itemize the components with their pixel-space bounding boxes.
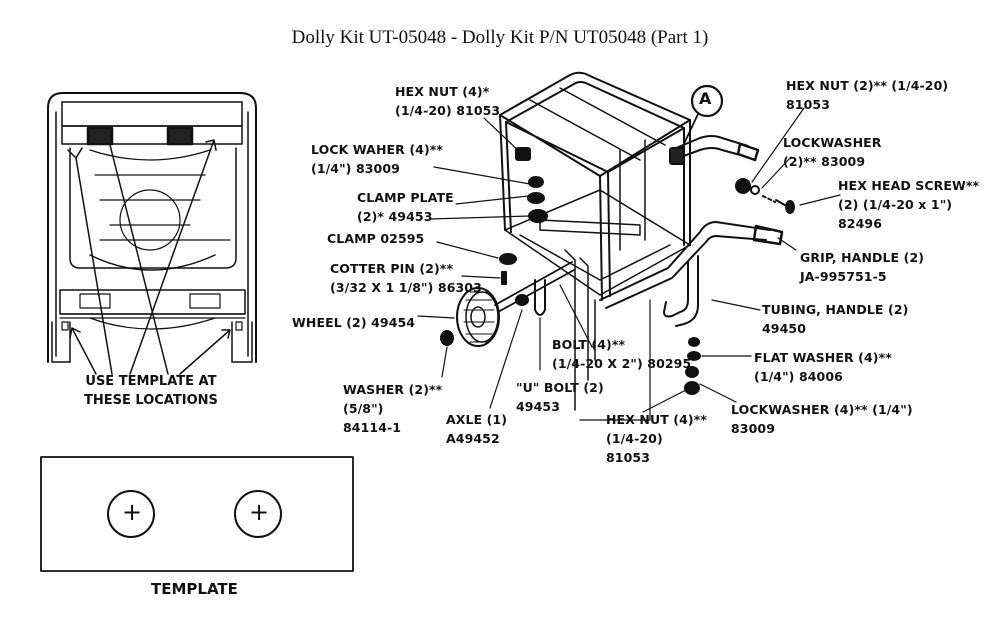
hex-nut-top-left-name: HEX NUT (4)* [395,84,490,99]
wheel [440,287,500,347]
center-hardware [499,147,548,285]
clamp-plate-name: CLAMP PLATE [357,190,454,205]
label-hex-head-screw: HEX HEAD SCREW** (2) (1/4-20 x 1") 82496 [838,176,979,233]
right-hardware [684,178,795,395]
axle-washer [515,294,529,306]
axle-part-number: A49452 [446,431,500,446]
grip-handle-part-number: JA-995751-5 [800,269,887,284]
grip-handle-name: GRIP, HANDLE (2) [800,250,925,265]
label-lock-washer: LOCK WAHER (4)** (1/4") 83009 [311,140,443,178]
flat-washer-spec: (1/4") 84006 [754,369,843,384]
hex-nut-top-right-name: HEX NUT (2)** (1/4-20) [786,78,949,93]
hex-nut-top-right-part-number: 81053 [786,97,830,112]
cotter-pin-spec: (3/32 X 1 1/8") 86303 [330,280,482,295]
label-hex-nut-top-right: HEX NUT (2)** (1/4-20) 81053 [786,76,948,114]
upper-handle [669,135,760,165]
label-lockwasher-bottom: LOCKWASHER (4)** (1/4") 83009 [731,400,913,438]
hex-nut-bottom-name: HEX NUT (4)** [606,412,707,427]
bolt-spec: (1/4-20 X 2") 80295 [552,356,692,371]
axle-name: AXLE (1) [446,412,508,427]
hex-nut-bottom-size: (1/4-20) [606,431,663,446]
label-clamp: CLAMP 02595 [327,229,424,248]
flat-washer-name: FLAT WASHER (4)** [754,350,892,365]
label-washer: WASHER (2)** (5/8") 84114-1 [343,380,442,437]
callout-a: A [699,89,712,108]
generator-end-view [47,92,257,363]
hex-head-screw-part-number: 82496 [838,216,882,231]
template-plus-right: + [249,498,270,526]
label-flat-washer: FLAT WASHER (4)** (1/4") 84006 [754,348,892,386]
tubing-handle-part-number: 49450 [762,321,806,336]
label-u-bolt: "U" BOLT (2) 49453 [516,378,604,416]
lockwasher-right-spec: (2)** 83009 [783,154,866,169]
label-bolt: BOLT (4)** (1/4-20 X 2") 80295 [552,335,691,373]
u-bolt-name: "U" BOLT (2) [516,380,604,395]
hex-nut-bottom-part-number: 81053 [606,450,650,465]
tubing-handle [599,221,784,327]
template-box [40,456,354,572]
hex-nut-top-left-spec: (1/4-20) 81053 [395,103,501,118]
washer-name: WASHER (2)** [343,382,443,397]
u-bolt-part-number: 49453 [516,399,560,414]
label-lockwasher-right: LOCKWASHER (2)** 83009 [783,133,882,171]
clamp-name: CLAMP 02595 [327,231,425,246]
template-title: TEMPLATE [151,580,238,598]
washer-size: (5/8") [343,401,384,416]
template-hole-right [234,490,282,538]
label-wheel: WHEEL (2) 49454 [292,313,415,332]
hex-head-screw-name: HEX HEAD SCREW** [838,178,980,193]
washer-part-number: 84114-1 [343,420,402,435]
u-bolt [534,279,546,316]
lock-washer-spec: (1/4") 83009 [311,161,400,176]
label-axle: AXLE (1) A49452 [446,410,507,448]
label-cotter-pin: COTTER PIN (2)** (3/32 X 1 1/8") 86303 [330,259,482,297]
page-title: Dolly Kit UT-05048 - Dolly Kit P/N UT050… [291,27,709,48]
use-template-label: USE TEMPLATE AT THESE LOCATIONS [84,372,218,410]
tubing-handle-name: TUBING, HANDLE (2) [762,302,909,317]
bolt-name: BOLT (4)** [552,337,626,352]
template-plus-left: + [122,498,143,526]
clamp-plate-spec: (2)* 49453 [357,209,433,224]
label-hex-nut-top-left: HEX NUT (4)* (1/4-20) 81053 [395,82,500,120]
label-grip-handle: GRIP, HANDLE (2) JA-995751-5 [800,248,924,286]
label-tubing-handle: TUBING, HANDLE (2) 49450 [762,300,908,338]
leader-lines [417,107,841,413]
wheel-name: WHEEL (2) 49454 [292,315,416,330]
cotter-pin-name: COTTER PIN (2)** [330,261,454,276]
template-location-pointers [67,139,231,375]
template-hole-left [107,490,155,538]
label-hex-nut-bottom: HEX NUT (4)** (1/4-20) 81053 [606,410,707,467]
label-clamp-plate: CLAMP PLATE (2)* 49453 [357,188,454,226]
hex-head-screw-spec: (2) (1/4-20 x 1") [838,197,953,212]
use-template-line2: THESE LOCATIONS [84,393,218,408]
lock-washer-name: LOCK WAHER (4)** [311,142,444,157]
lockwasher-right-name: LOCKWASHER [783,135,882,150]
callout-a-circle [690,84,724,118]
lockwasher-bottom-name: LOCKWASHER (4)** (1/4") [731,402,913,417]
lockwasher-bottom-part-number: 83009 [731,421,775,436]
use-template-line1: USE TEMPLATE AT [85,374,217,389]
